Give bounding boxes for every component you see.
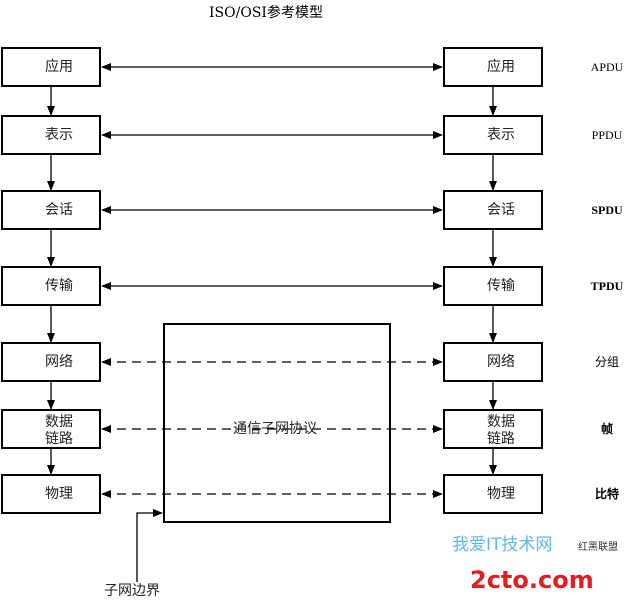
right-layer-label: 应用 — [487, 58, 515, 75]
pdu-label: TPDU — [591, 279, 624, 293]
left-layer-box — [1, 342, 101, 382]
left-layer-label: 网络 — [45, 354, 73, 370]
pdu-label: 比特 — [595, 486, 619, 501]
left-layer-box — [1, 409, 101, 449]
left-layer-label-2: 链路 — [45, 431, 73, 447]
right-layer-box — [443, 409, 543, 449]
pdu-label: SPDU — [591, 203, 623, 217]
pdu-label: 分组 — [595, 355, 619, 369]
right-layer-label: 网络 — [487, 354, 515, 370]
watermark-brand: 2cto.com — [470, 566, 594, 594]
left-layer-label: 物理 — [45, 486, 73, 502]
left-layer-label: 会话 — [45, 202, 73, 218]
right-layer-label: 会话 — [487, 202, 515, 218]
left-layer-box — [1, 47, 101, 87]
right-layer-box — [443, 47, 543, 87]
right-layer-label: 表示 — [487, 127, 515, 143]
subnet-protocol-box — [163, 323, 391, 523]
left-layer-label: 应用 — [45, 58, 73, 75]
left-layer-label: 数据 — [45, 414, 73, 430]
right-layer-label: 数据 — [487, 414, 515, 430]
right-layer-box — [443, 474, 543, 514]
left-layer-label: 传输 — [45, 278, 73, 294]
watermark-cn: 我爱IT技术网 — [452, 535, 552, 555]
subnet-boundary-label: 子网边界 — [104, 583, 160, 599]
pdu-label: 帧 — [601, 421, 613, 436]
diagram-title: ISO/OSI参考模型 — [209, 4, 323, 21]
right-layer-box — [443, 190, 543, 230]
right-layer-label: 物理 — [487, 486, 515, 502]
pdu-label: PPDU — [592, 128, 623, 142]
left-layer-box — [1, 190, 101, 230]
left-layer-label: 表示 — [45, 127, 73, 143]
watermark-tag: 红黑联盟 — [578, 540, 618, 553]
subnet-protocol-label: 通信子网协议 — [233, 421, 317, 437]
left-layer-box — [1, 115, 101, 155]
left-layer-box — [1, 266, 101, 306]
watermark: 我爱IT技术网 红黑联盟 2cto.com — [452, 535, 618, 594]
left-layer-box — [1, 474, 101, 514]
pdu-label: APDU — [591, 60, 624, 74]
subnet-boundary-arrow — [136, 509, 163, 582]
right-layer-label-2: 链路 — [487, 431, 515, 447]
right-layer-label: 传输 — [487, 278, 515, 294]
